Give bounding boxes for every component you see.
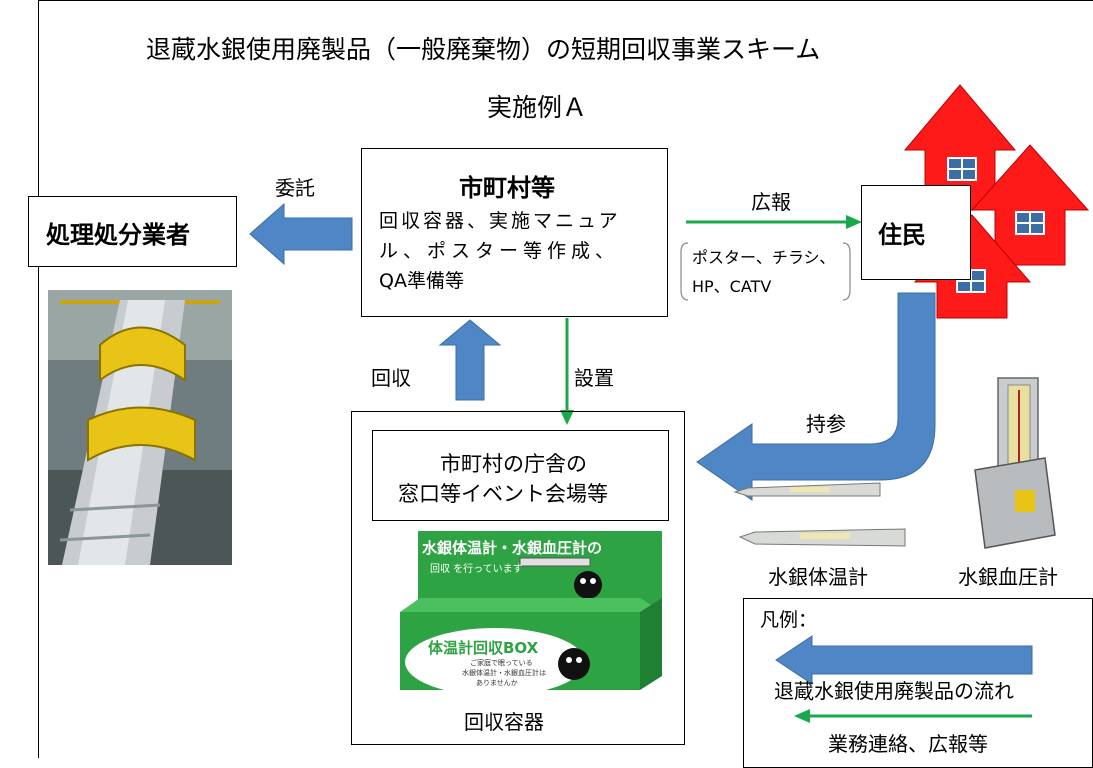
diagram-title: 退蔵水銀使用廃製品（一般廃棄物）の短期回収事業スキーム: [146, 35, 821, 64]
residents-label: 住民: [878, 221, 926, 249]
container-box-label: 体温計回収BOX: [428, 639, 539, 657]
label-container: 回収容器: [464, 710, 544, 734]
thermometer-icon: [738, 528, 906, 547]
venue-box: [372, 430, 669, 521]
diagram-subtitle: 実施例Ａ: [487, 93, 588, 122]
label-publicity-media-2: HP、CATV: [692, 277, 772, 296]
blue-arrow-entrust: [249, 202, 353, 266]
venue-line-1: 市町村の庁舎の: [440, 452, 587, 476]
legend-blue-arrow: [775, 635, 1033, 685]
municipality-desc-1: 回収容器、実施マニュア: [379, 210, 621, 232]
legend-green-label: 業務連絡、広報等: [828, 732, 988, 756]
label-sphygmomanometer: 水銀血圧計: [958, 565, 1058, 589]
label-collect: 回収: [371, 366, 411, 390]
label-bring: 持参: [806, 412, 846, 436]
green-arrowhead-install: [560, 410, 574, 425]
green-arrowhead-publicity: [846, 215, 862, 229]
label-publicity: 広報: [751, 190, 791, 214]
municipality-box: [361, 148, 668, 317]
label-install: 設置: [574, 366, 614, 390]
residents-box: [861, 185, 971, 280]
disposal-company-label: 処理処分業者: [46, 221, 190, 249]
sphygmomanometer-icon: [974, 377, 1056, 549]
municipality-name: 市町村等: [459, 174, 555, 202]
collection-box-art: [400, 531, 662, 696]
legend-title: 凡例：: [760, 609, 818, 631]
container-box-sub-1: ご家庭で眠っている: [470, 659, 533, 667]
incinerator-photo: [48, 290, 232, 565]
legend-green-arrowhead: [794, 709, 810, 723]
thermometer-icon: [733, 482, 881, 497]
label-publicity-media-1: ポスター、チラシ、: [692, 248, 836, 267]
container-banner-text: 水銀体温計・水銀血圧計の: [422, 539, 603, 557]
diagram-frame: [38, 0, 1093, 758]
municipality-desc-3: QA準備等: [379, 270, 464, 292]
venue-line-2: 窓口等イベント会場等: [398, 482, 608, 506]
municipality-desc-2: ル、ポスター等作成、: [379, 240, 620, 262]
house-icon: [970, 144, 1090, 266]
blue-arrow-bring: [696, 292, 936, 501]
disposal-company-box: [28, 196, 237, 267]
legend-blue-label: 退蔵水銀使用廃製品の流れ: [774, 679, 1014, 703]
container-box-sub-2: 水銀体温計・水銀血圧計は: [462, 669, 546, 677]
container-box-sub-3: ありませんか: [476, 679, 518, 687]
label-entrust: 委託: [275, 176, 315, 200]
blue-arrow-collect: [438, 319, 502, 401]
venue-outer-box: [351, 411, 685, 745]
container-banner-sub: 回収 を行っています: [430, 564, 523, 575]
label-thermometer: 水銀体温計: [768, 565, 868, 589]
